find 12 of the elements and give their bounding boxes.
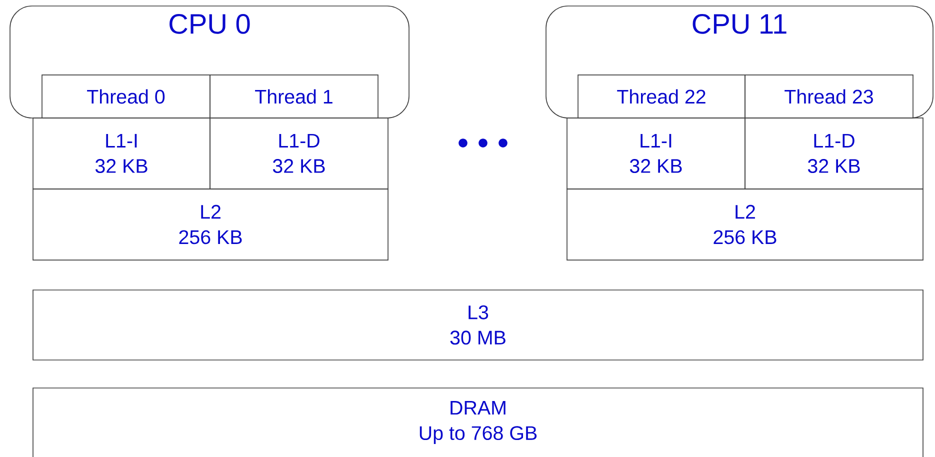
cache-box: L1-I 32 KB <box>32 118 210 190</box>
cache-box: L2 256 KB <box>566 188 924 260</box>
cache-box: L3 30 MB <box>32 290 924 360</box>
cache-box: L1-D 32 KB <box>210 118 388 190</box>
cache-box: L1-I 32 KB <box>566 118 746 190</box>
cache-box: L1-D 32 KB <box>744 118 924 190</box>
cache-box: Thread 23 <box>744 74 914 118</box>
cache-box: L2 256 KB <box>32 188 388 260</box>
cache-box: Thread 1 <box>210 74 378 118</box>
cache-box: Thread 0 <box>42 74 210 118</box>
memory-box: DRAM Up to 768 GB <box>32 388 924 457</box>
cache-box: Thread 22 <box>578 74 746 118</box>
